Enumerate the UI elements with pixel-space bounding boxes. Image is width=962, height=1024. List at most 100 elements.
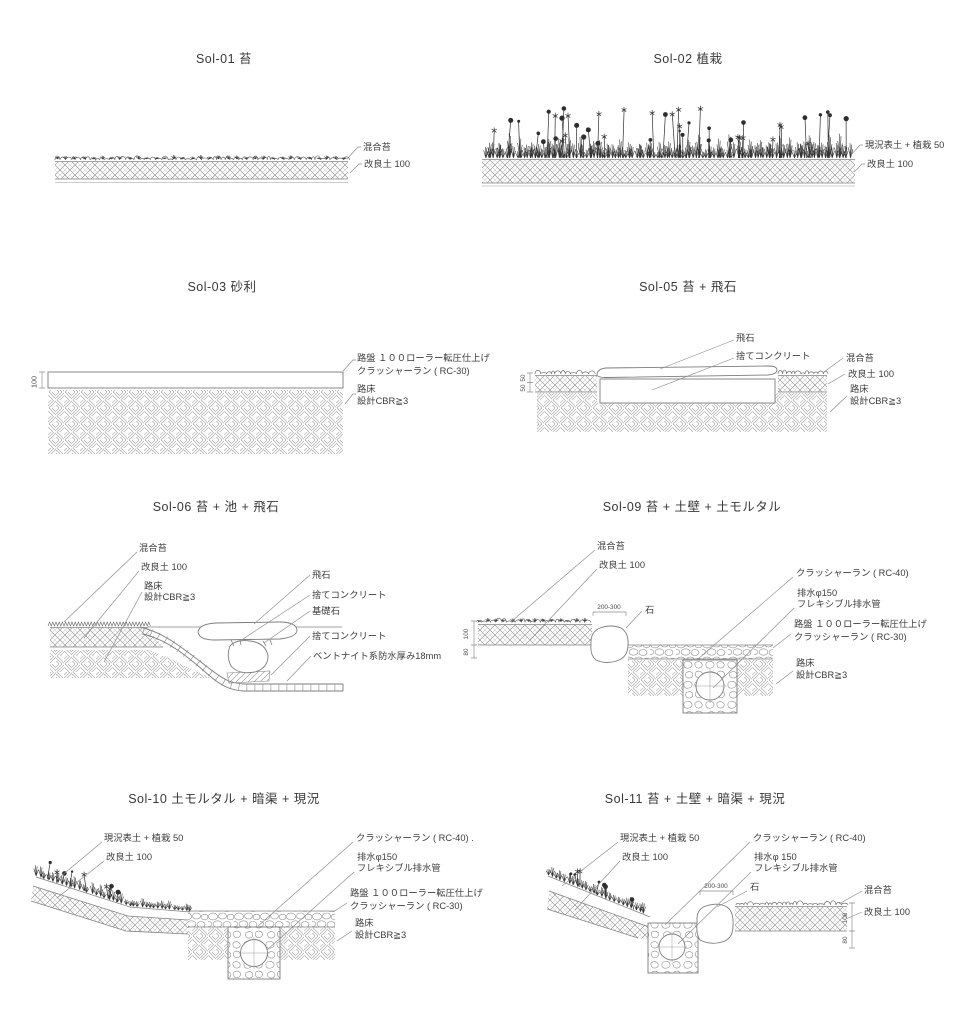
label-base-2: クラッシャーラン ( RC-30) [350,901,463,911]
label-base-1: 路盤 １００ローラー転圧仕上げ [350,887,483,898]
label-stepping-stone: 飛石 [736,333,755,343]
slope-surface [547,875,651,918]
label-foundation-stone: 基礎石 [312,605,340,616]
leader-lines [511,549,795,689]
label-soil: 改良土 100 [106,851,152,862]
leader-lines [56,841,355,951]
label-drain-2: フレキシブル排水管 [754,862,838,873]
soil-layer-right [735,906,847,932]
dim-100: 100 [30,376,39,388]
slope-soil-band [30,885,189,935]
slope-soil-band [546,890,653,940]
leader-lines [651,339,848,413]
dim-50-upper: 50 [520,374,527,382]
label-drain-1: 排水φ150 [357,851,397,862]
moss-tufts [54,154,347,160]
label-lean-concrete-lower: 捨てコンクリート [312,630,386,641]
soil-layer [482,159,855,187]
dim-100: 100 [842,912,849,923]
label-liner: ベントナイト系防水厚み18mm [313,650,441,661]
stepping-stone [596,365,778,378]
label-topsoil: 現況表土 + 植栽 50 [620,832,699,843]
dim-100: 100 [463,628,470,639]
liner-ticks [142,627,344,692]
label-drain-2: フレキシブル排水管 [797,598,881,609]
leader-lines [346,146,362,174]
label-crusher-run-40: クラッシャーラン ( RC-40) [753,833,866,843]
panel-title: Sol-11 苔 + 土壁 + 暗渠 + 現況 [605,791,785,806]
moss-decor-left [534,369,596,375]
moss-decor [477,617,592,623]
label-subgrade-1: 路床 [355,917,374,928]
soil-layer [50,627,163,648]
panel-sol-10: Sol-10 土モルタル + 暗渠 + 現況 [30,791,483,980]
label-stone: 石 [750,882,759,892]
panel-title: Sol-02 植栽 [653,51,722,66]
label-crusher-run-40: クラッシャーラン ( RC-40) [796,568,909,578]
label-moss: 混合苔 [846,352,874,363]
drain-box [682,659,738,714]
label-moss: 混合苔 [864,884,892,895]
panel-sol-09: Sol-09 苔 + 土壁 + 土モルタル 100 80 [463,499,927,714]
label-moss: 混合苔 [597,540,625,551]
lean-concrete [599,378,776,404]
height-dimensions: 50 50 [520,372,533,393]
label-soil: 改良土 100 [141,561,187,572]
shrub-decor [487,133,843,159]
label-base-2: クラッシャーラン ( RC-30) [794,632,907,642]
label-moss: 混合苔 [139,542,167,553]
label-soil: 改良土 100 [599,559,645,570]
foundation-stone [227,640,269,674]
label-drain-1: 排水φ150 [797,587,837,598]
label-subgrade-1: 路床 [144,580,163,591]
label-lean-concrete-upper: 捨てコンクリート [312,589,386,600]
dim-80: 80 [463,648,470,656]
slope-plants-lower [127,898,193,912]
label-crusher-run-40: クラッシャーラン ( RC-40) . [356,833,474,843]
label-subgrade-2: 設計CBR≧3 [850,395,901,406]
soil-layer [55,161,348,183]
dim-200-300: 200-300 [704,883,728,890]
stepping-stone [197,621,298,641]
slope-plants [545,866,646,914]
moss-decor [47,621,151,627]
label-moss: 混合苔 [363,141,391,152]
label-base-1: 路盤 １００ローラー転圧仕上げ [357,352,490,363]
subgrade-layer [50,650,210,678]
panel-sol-11: Sol-11 苔 + 土壁 + 暗渠 + 現況 100 80 [545,791,910,974]
label-topsoil: 現況表土 + 植栽 50 [104,832,183,843]
soil-layer-left [535,375,597,393]
label-soil: 改良土 100 [622,851,668,862]
panel-sol-02: Sol-02 植栽 現況表土 + 植栽 50 改良土 100 [482,51,944,187]
label-subgrade-2: 設計CBR≧3 [355,929,406,940]
wall-stone [590,625,629,663]
slope-surface [35,876,191,913]
label-subgrade-1: 路床 [850,383,869,394]
panel-sol-05: Sol-05 苔 + 飛石 50 50 [520,280,901,432]
label-base-2: クラッシャーラン ( RC-30) [357,366,470,376]
dim-200-300: 200-300 [597,604,621,611]
panel-title: Sol-03 砂利 [187,280,256,294]
label-subgrade-1: 路床 [796,657,815,668]
panel-title: Sol-01 苔 [196,52,252,66]
moss-decor [54,155,350,162]
label-stepping-stone: 飛石 [312,570,331,580]
label-drain-1: 排水φ 150 [754,851,797,862]
panel-sol-03: Sol-03 砂利 100 路盤 １００ローラー転圧仕上げ クラッシャーラン (… [30,280,490,454]
drain-box [647,922,699,974]
height-dimension: 100 [30,371,45,389]
leader-lines [342,359,356,405]
label-soil: 改良土 100 [848,368,894,379]
label-stone: 石 [645,605,654,615]
flower-decor [491,105,849,159]
dim-50-lower: 50 [520,384,527,392]
stone-width-dimension: 200-300 [592,604,627,616]
subgrade-layer [48,390,343,454]
label-subgrade-1: 路床 [357,383,376,394]
leader-lines [63,551,312,682]
gravel-base-layer [188,910,335,928]
soil-layer-right [778,375,827,393]
label-soil: 改良土 100 [867,158,913,169]
